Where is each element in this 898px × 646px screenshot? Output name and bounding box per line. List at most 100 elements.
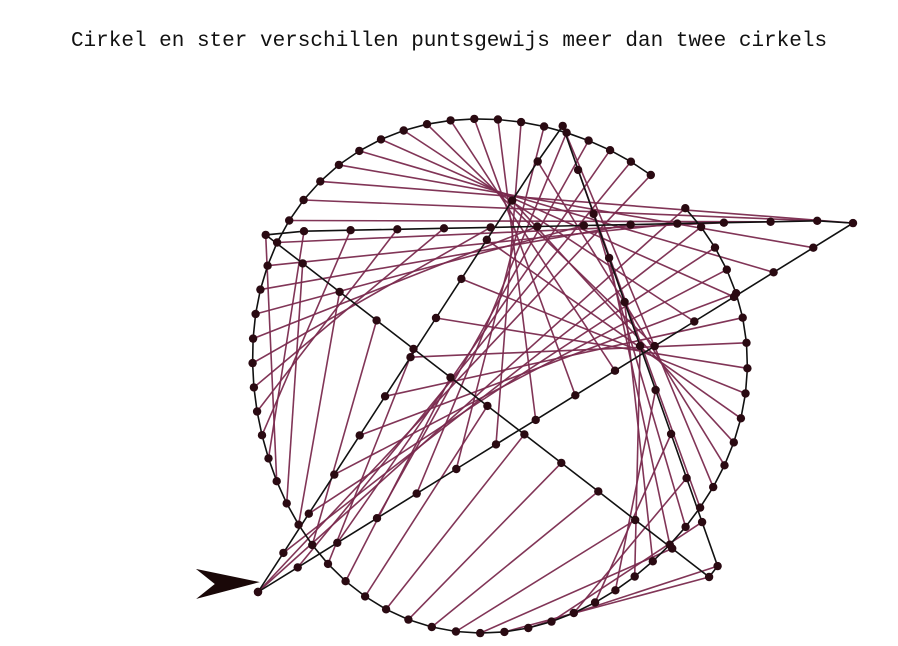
star-point [558, 121, 567, 131]
star-point [298, 259, 307, 268]
circle-point [743, 364, 752, 373]
star-point [346, 226, 355, 235]
circle-point [736, 414, 746, 423]
circle-points [248, 114, 752, 638]
connector-line [410, 342, 747, 358]
circle-point [341, 577, 350, 586]
star-point [713, 561, 722, 571]
connector-line [297, 161, 632, 568]
connector-line [504, 576, 710, 633]
arrowhead-icon [193, 567, 263, 601]
circle-point [729, 438, 738, 447]
star-point [604, 253, 614, 263]
circle-point [695, 503, 705, 512]
star-point [520, 430, 529, 439]
star-point [508, 196, 517, 205]
circle-point [630, 572, 639, 581]
circle-point [451, 627, 461, 636]
circle-point [470, 114, 479, 124]
circle-point [720, 461, 729, 470]
circle-point [590, 598, 600, 607]
star-point [571, 391, 580, 400]
star-point [573, 165, 583, 175]
star-point [446, 373, 455, 382]
star-point [457, 274, 466, 284]
star-point [409, 344, 418, 354]
star-point [531, 415, 540, 425]
connector-line [327, 348, 415, 565]
star-point [666, 429, 676, 439]
circle-point [272, 477, 281, 486]
star-point [393, 225, 402, 234]
circle-point [547, 617, 556, 626]
circle-point [355, 146, 364, 156]
star-point [491, 440, 501, 449]
connector-line [320, 180, 854, 224]
circle-point [308, 540, 317, 550]
star-point [279, 548, 288, 558]
star-point [766, 217, 775, 226]
circle-point [493, 115, 503, 124]
star-point [299, 227, 309, 236]
circle-point [334, 160, 344, 170]
circle-point [626, 157, 636, 166]
connector-line [364, 405, 489, 597]
connector-line [308, 246, 716, 515]
circle-point [299, 195, 308, 205]
circle-point [738, 313, 747, 322]
connector-line [336, 149, 611, 544]
circle-point [710, 243, 720, 252]
connector-line [359, 150, 774, 274]
star-point [682, 473, 691, 483]
star-point [631, 515, 640, 525]
star-point [406, 353, 415, 362]
circle-point [399, 126, 408, 135]
star-point [635, 341, 645, 351]
circle-point [742, 338, 751, 347]
star-polyline [257, 124, 856, 593]
connector-line [252, 225, 538, 340]
connector-lines [252, 118, 854, 634]
star-point [304, 509, 313, 518]
connector-line [277, 221, 724, 244]
circle-point [648, 557, 657, 566]
star-point [650, 341, 659, 351]
circle-point [249, 383, 259, 392]
circle-point [681, 204, 690, 213]
star-point [594, 487, 603, 496]
circle-path [251, 118, 749, 634]
star-point [673, 219, 682, 228]
circle-point [427, 622, 436, 632]
circle-point [696, 222, 706, 232]
circle-point [516, 117, 526, 127]
circle-point [263, 261, 272, 270]
circle-point [251, 309, 260, 319]
circle-polyline [251, 118, 749, 634]
connector-line [264, 234, 278, 482]
connector-line [311, 320, 378, 546]
star-point [355, 431, 364, 440]
connector-line [426, 123, 656, 347]
circle-point [446, 116, 455, 125]
star-points [253, 121, 858, 597]
circle-point [476, 628, 485, 638]
circle-point [722, 265, 731, 274]
connector-line [359, 292, 737, 437]
circle-point [681, 522, 690, 532]
star-point [431, 313, 441, 323]
circle-point [646, 170, 655, 180]
connector-line [297, 291, 341, 525]
connector-line [267, 222, 678, 267]
star-point [620, 297, 629, 307]
circle-point [282, 499, 291, 508]
connector-line [384, 316, 743, 398]
star-point [452, 464, 461, 474]
connector-line [431, 490, 599, 628]
star-point [719, 218, 729, 227]
star-point [533, 157, 542, 166]
connector-line [376, 140, 590, 519]
circle-point [741, 389, 750, 398]
star-point [483, 401, 492, 411]
circle-point [294, 520, 303, 529]
